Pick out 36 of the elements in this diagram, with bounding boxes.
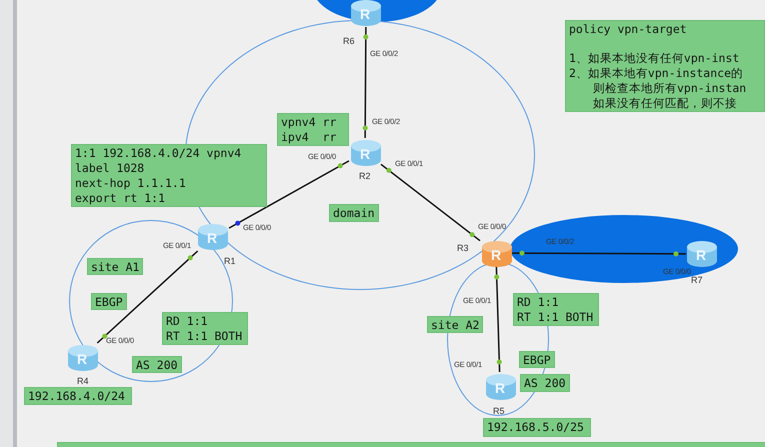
router-letter: R bbox=[77, 351, 88, 367]
router-name: R3 bbox=[457, 243, 469, 253]
router-name: R6 bbox=[343, 36, 355, 46]
note-box: 192.168.5.0/25 bbox=[483, 418, 591, 437]
note-box: site A1 bbox=[87, 258, 144, 275]
note-box: site A2 bbox=[427, 316, 484, 333]
note-box: EBGP bbox=[519, 351, 555, 368]
router-name: R4 bbox=[77, 376, 89, 386]
note-box: policy vpn-target 1、如果本地没有任何vpn-inst 2、如果本地有vpn-instance的 则检查本地所有vpn-instan 如果没有任何匹配，则不接 bbox=[565, 20, 765, 112]
router-name: R1 bbox=[224, 256, 236, 266]
router-name: R7 bbox=[691, 275, 703, 285]
router-letter: R bbox=[696, 247, 706, 263]
router bbox=[67, 344, 99, 387]
router bbox=[350, 139, 382, 182]
router bbox=[457, 240, 513, 268]
note-box: 1:1 192.168.4.0/24 vpnv4 label 1028 next-hop 1.1.1.1 export rt 1:1 bbox=[71, 144, 267, 207]
link-line bbox=[380, 164, 480, 242]
router-letter: R bbox=[207, 230, 218, 246]
router-letter: R bbox=[495, 380, 506, 396]
note-box: 192.168.4.0/24 bbox=[24, 387, 132, 405]
note-box: RD 1:1 RT 1:1 BOTH bbox=[162, 312, 248, 345]
note-box: domain bbox=[329, 204, 379, 222]
note-box: RD 1:1 RT 1:1 BOTH bbox=[513, 293, 599, 326]
router-letter: R bbox=[360, 146, 370, 162]
note-box: AS 200 bbox=[520, 374, 570, 392]
note-box: EBGP bbox=[91, 293, 127, 310]
router-name: R2 bbox=[359, 171, 371, 181]
router-name: R5 bbox=[493, 406, 505, 416]
note-box: vpnv4 rr ipv4 rr bbox=[277, 113, 349, 146]
router-letter: R bbox=[491, 247, 502, 263]
link-line bbox=[512, 252, 686, 255]
router-letter: R bbox=[360, 6, 370, 22]
router bbox=[485, 373, 517, 417]
router bbox=[343, 0, 382, 47]
note-box: AS 200 bbox=[132, 356, 182, 373]
router bbox=[197, 223, 237, 267]
